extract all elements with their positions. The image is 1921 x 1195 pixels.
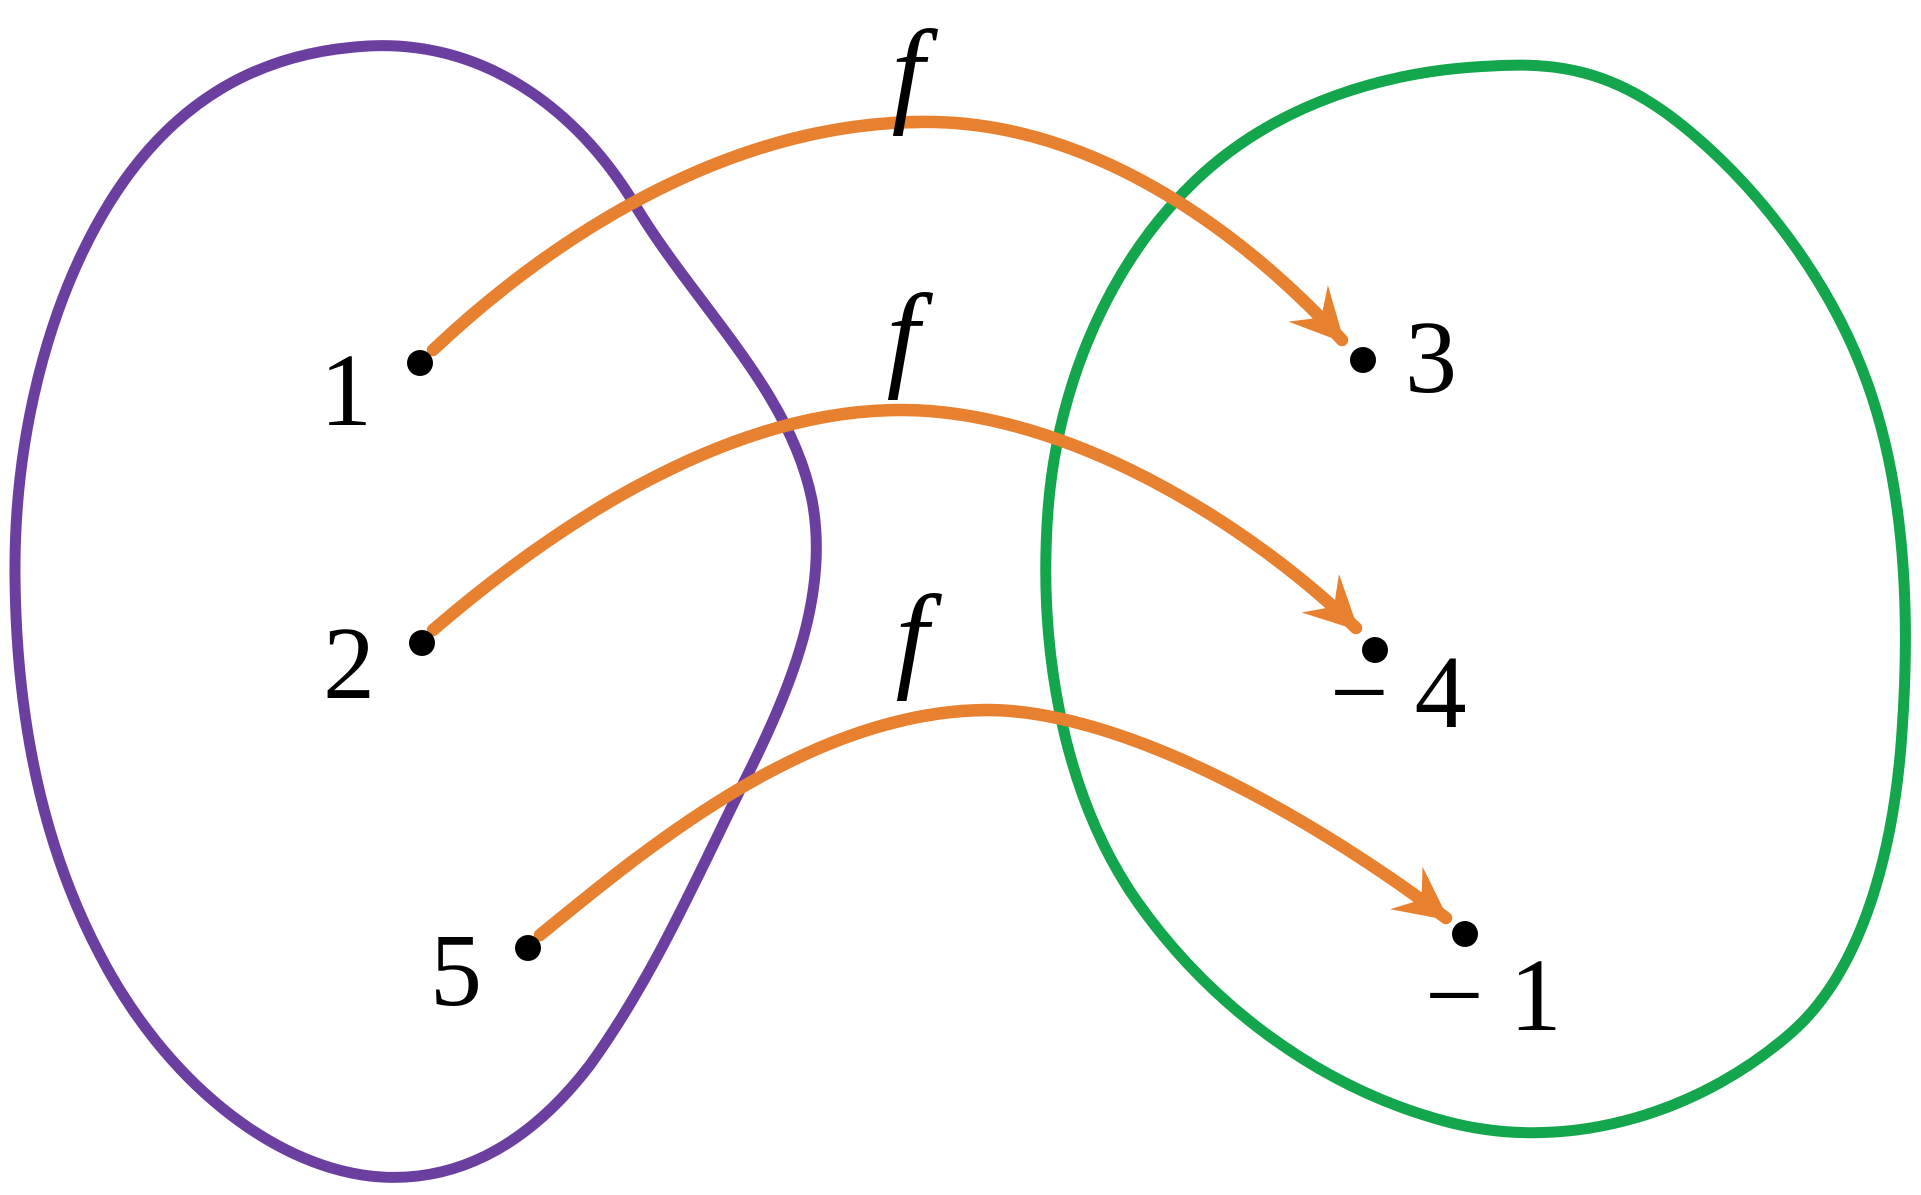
domain-point-1 xyxy=(407,350,433,376)
codomain-point-minus1 xyxy=(1452,921,1478,947)
mapping-arrow-5-to-minus1 xyxy=(533,703,1453,942)
mapping-arrow-1-to-3 xyxy=(426,115,1349,357)
codomain-label-3: 3 xyxy=(1405,300,1457,415)
domain-label-2: 2 xyxy=(323,606,375,721)
codomain-label-minus4: − 4 xyxy=(1330,635,1467,750)
codomain-label-minus1: − 1 xyxy=(1425,938,1562,1053)
domain-set-outline xyxy=(9,40,822,1183)
codomain-set-outline xyxy=(1040,59,1911,1139)
domain-point-5 xyxy=(515,935,541,961)
domain-point-2 xyxy=(409,630,435,656)
domain-label-1: 1 xyxy=(320,333,372,448)
domain-label-5: 5 xyxy=(430,913,482,1028)
function-label-bottom: f xyxy=(896,571,943,702)
codomain-point-minus4 xyxy=(1362,637,1388,663)
function-label-middle: f xyxy=(887,270,934,401)
codomain-point-3 xyxy=(1350,347,1376,373)
mapping-arrow-2-to-minus4 xyxy=(426,403,1363,637)
